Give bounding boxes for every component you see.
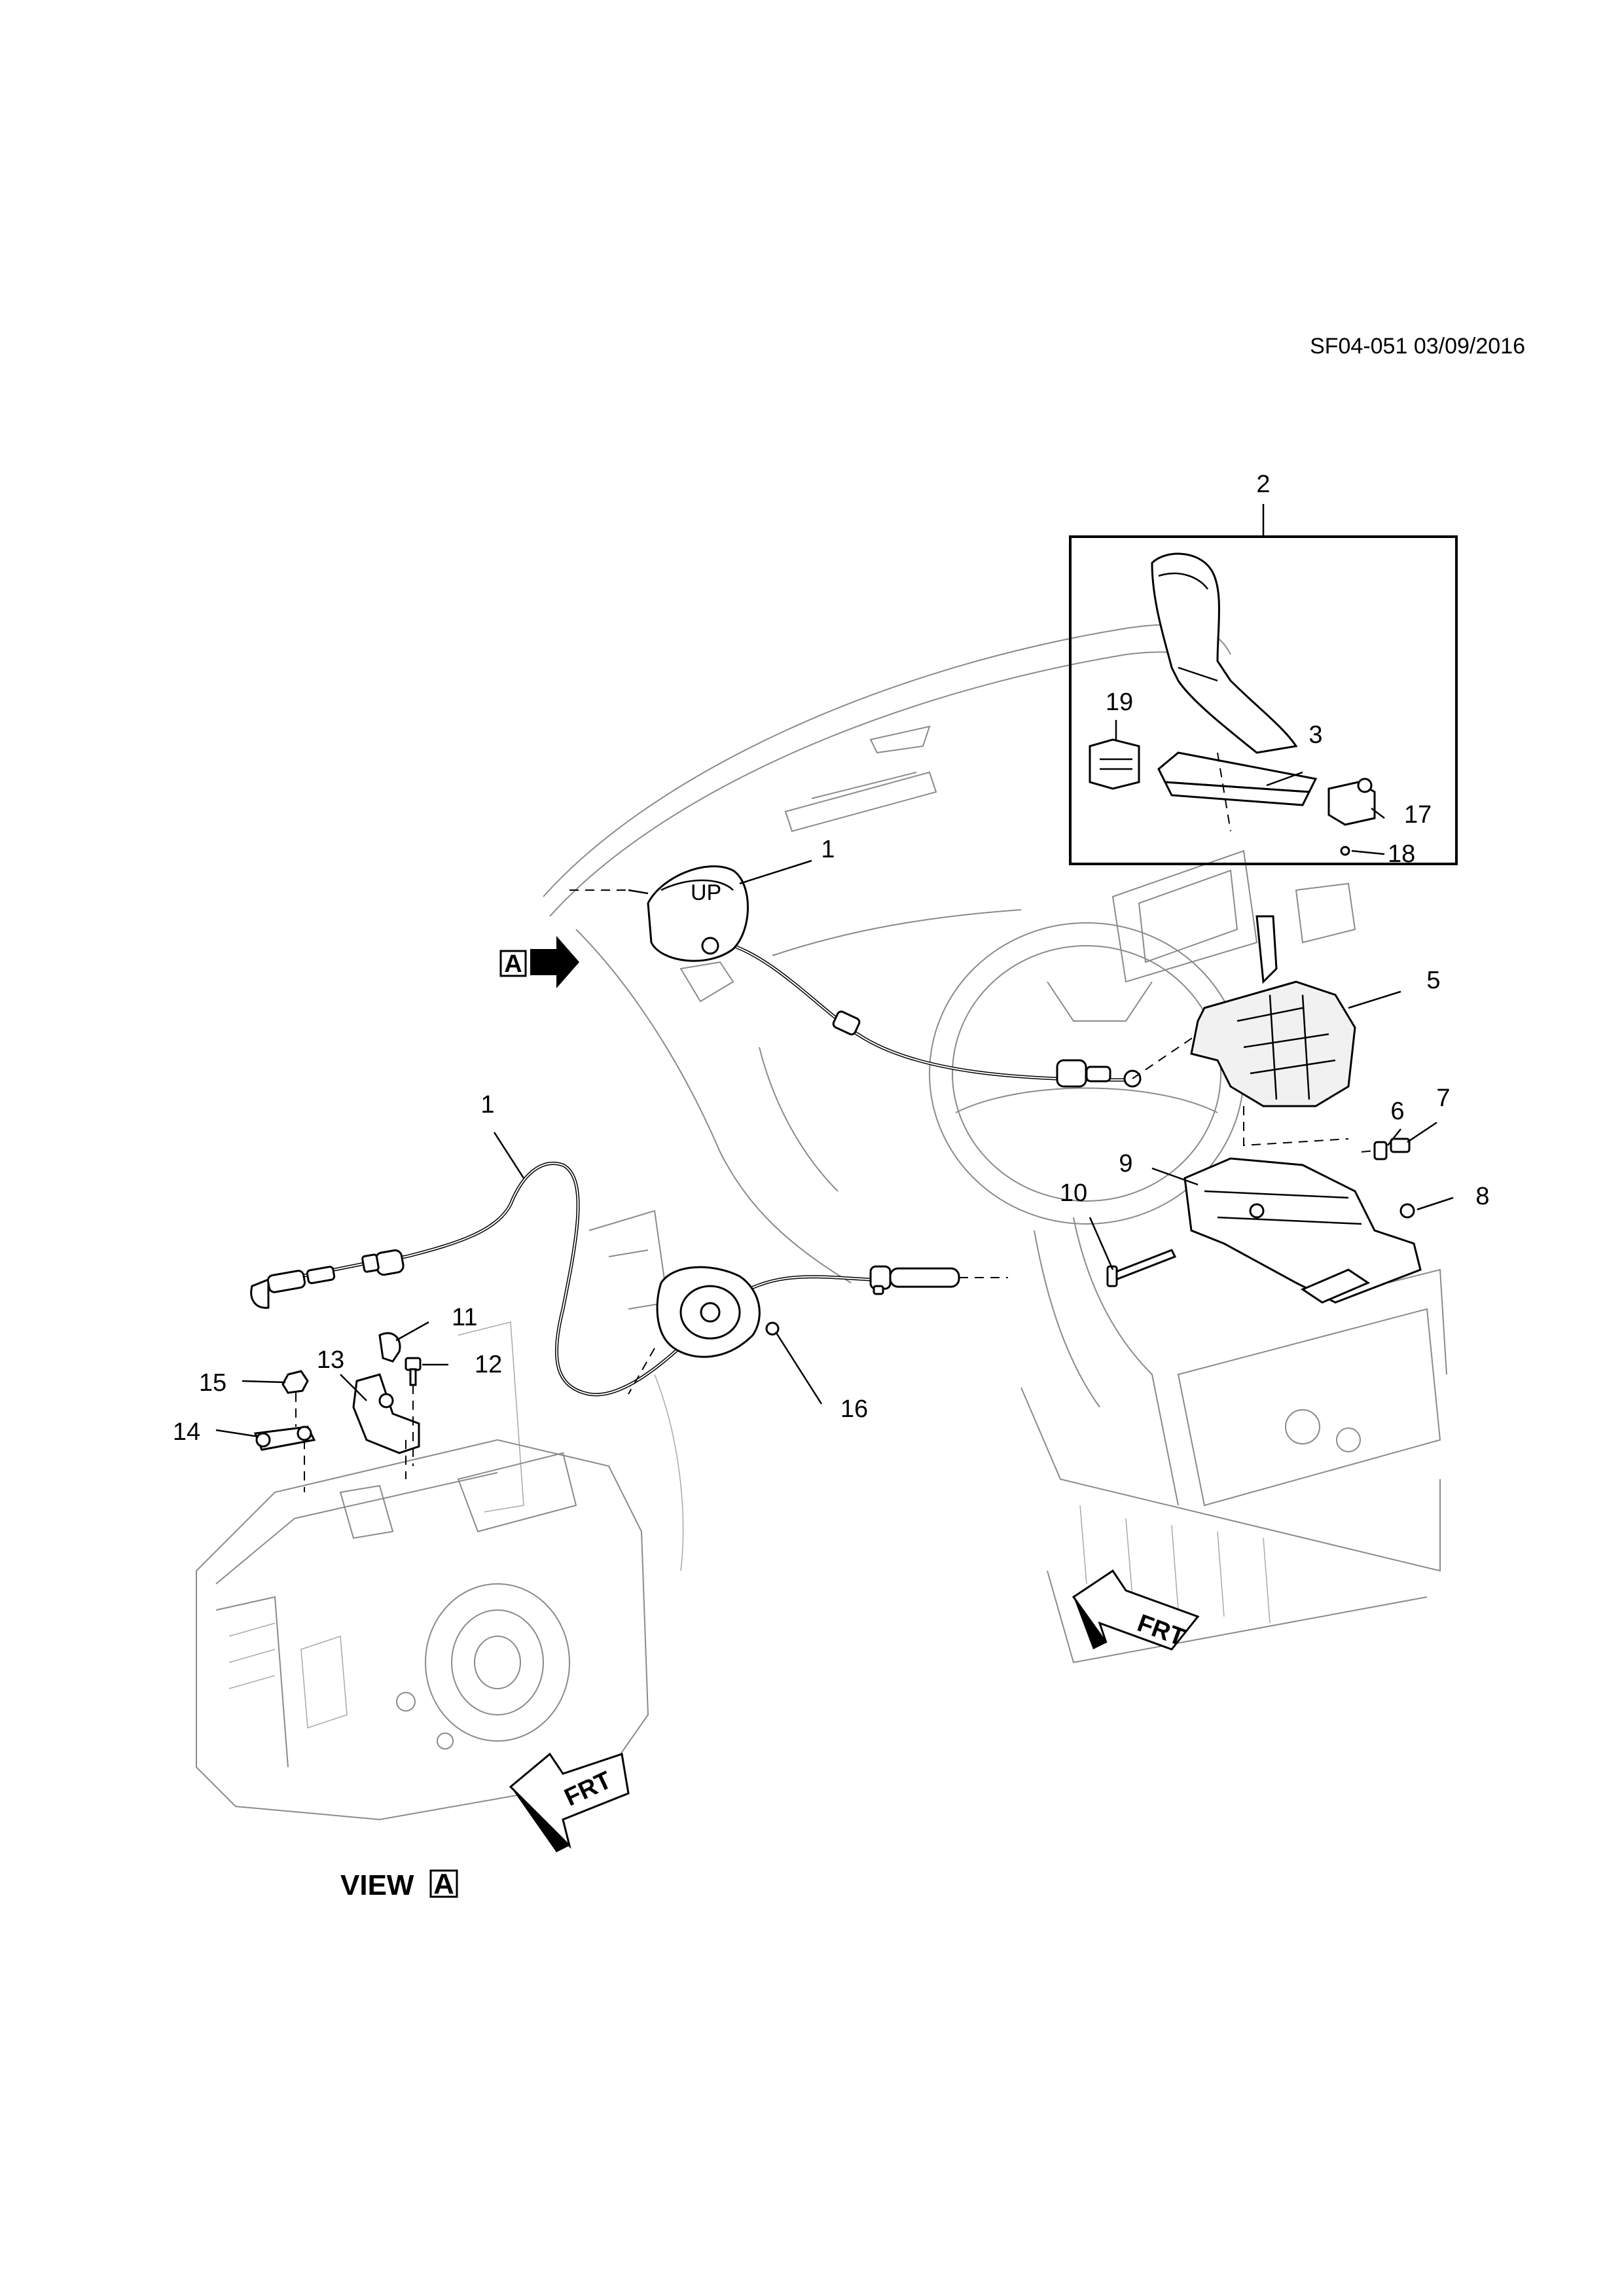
shift-cable-lower — [250, 1162, 1008, 1397]
callout-16: 16 — [840, 1395, 868, 1423]
callout-12: 12 — [475, 1351, 502, 1378]
shift-lever-14 — [253, 1370, 316, 1492]
callout-19: 19 — [1106, 689, 1133, 716]
callout-18: 18 — [1388, 840, 1415, 868]
shifter-base-bracket — [1183, 1157, 1422, 1304]
view-a-marker-letter: A — [504, 950, 522, 978]
cable-grommet-upper: UP — [569, 865, 749, 962]
callout-1-left: 1 — [480, 1091, 494, 1119]
callout-15: 15 — [199, 1369, 226, 1397]
view-caption-letter: A — [433, 1868, 454, 1900]
front-direction-arrow-left: FRT — [509, 1752, 630, 1852]
cable-bracket-13 — [352, 1373, 420, 1479]
view-a-marker: A — [499, 936, 579, 988]
callout-6: 6 — [1390, 1098, 1404, 1125]
fasteners-shifter — [1106, 1138, 1415, 1287]
front-direction-arrow-right: FRT — [1072, 1569, 1200, 1652]
reference-number: SF04-051 03/09/2016 — [1310, 334, 1525, 359]
callout-17: 17 — [1404, 801, 1432, 829]
callout-9: 9 — [1119, 1150, 1132, 1177]
callout-10: 10 — [1060, 1179, 1087, 1207]
callout-1-top: 1 — [821, 836, 835, 863]
callout-8: 8 — [1475, 1183, 1489, 1210]
shift-cable-upper — [723, 941, 1199, 1088]
transmission-view-a — [196, 1439, 649, 1821]
callout-13: 13 — [317, 1346, 344, 1374]
callout-5: 5 — [1426, 967, 1440, 994]
callout-numbers: 2 1 3 19 17 18 5 6 7 8 9 10 1 11 12 13 1… — [173, 471, 1490, 1446]
callout-11: 11 — [452, 1304, 477, 1331]
callout-7: 7 — [1436, 1085, 1450, 1112]
callout-14: 14 — [173, 1418, 200, 1446]
cable-clip-11 — [378, 1332, 401, 1363]
callout-leaders — [215, 504, 1454, 1438]
bolt-12 — [405, 1357, 422, 1466]
callout-3: 3 — [1308, 721, 1322, 749]
shifter-assembly — [1190, 915, 1356, 1147]
grommet-label: UP — [691, 880, 721, 905]
view-caption-word: VIEW — [340, 1869, 414, 1901]
callout-2: 2 — [1256, 471, 1270, 498]
view-a-caption: VIEW A — [340, 1868, 458, 1901]
